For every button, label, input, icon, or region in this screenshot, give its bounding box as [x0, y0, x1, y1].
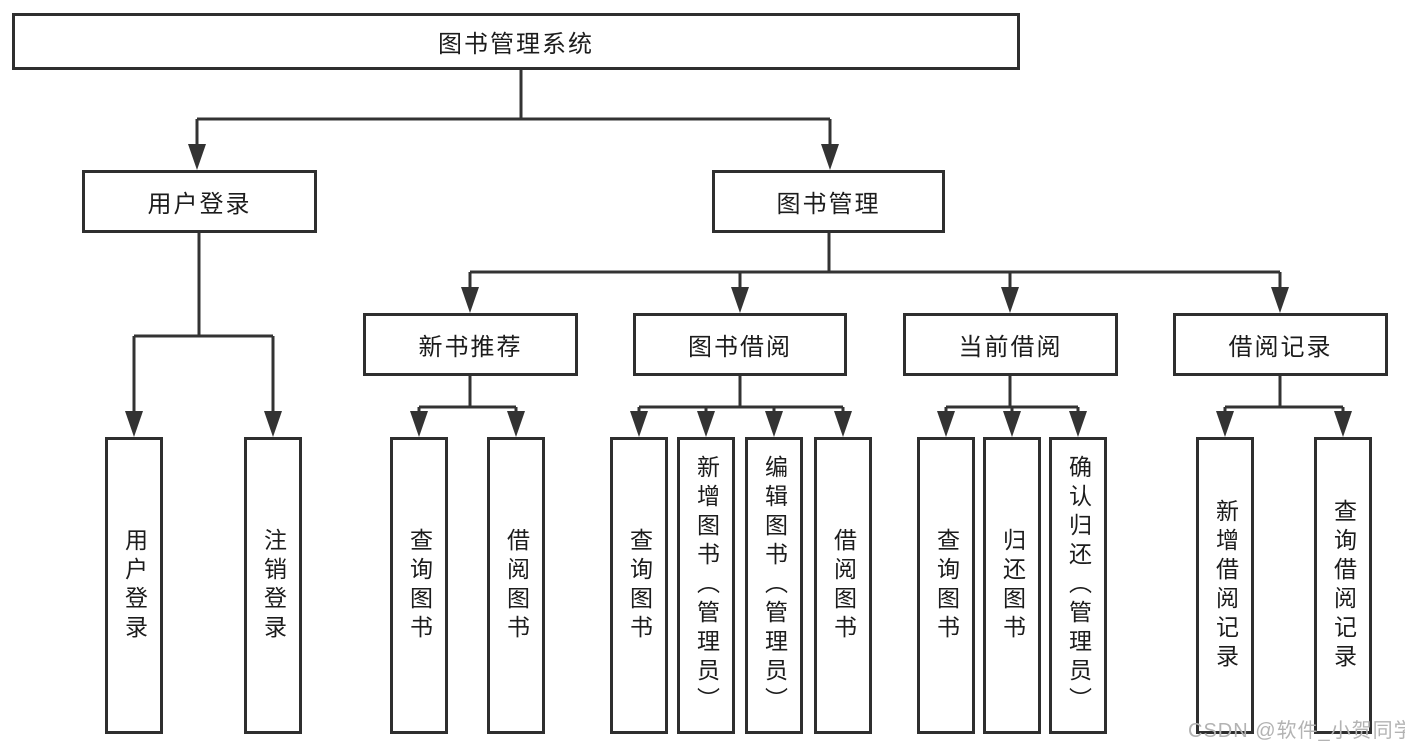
node-leaf-records-add-record: 新增借阅记录: [1196, 437, 1254, 734]
node-leaf-logout: 注销登录: [244, 437, 302, 734]
node-leaf-current-query-books: 查询图书: [917, 437, 975, 734]
connector-new-book-recommend: [417, 376, 518, 420]
node-leaf-recommend-borrow-books: 借阅图书: [487, 437, 545, 734]
arrowheads: [125, 144, 1352, 437]
connector-book-borrowing: [637, 376, 845, 420]
connector-book-management: [468, 233, 1282, 295]
node-book-borrowing: 图书借阅: [633, 313, 847, 376]
connector-root: [195, 70, 832, 152]
node-leaf-current-return-books: 归还图书: [983, 437, 1041, 734]
node-leaf-recommend-query-books: 查询图书: [390, 437, 448, 734]
node-root-system: 图书管理系统: [12, 13, 1020, 70]
connector-borrowing-records: [1223, 376, 1345, 420]
node-leaf-borrow-edit-books: 编辑图书（管理员）: [745, 437, 803, 734]
node-leaf-user-login: 用户登录: [105, 437, 163, 734]
connector-user-login: [132, 233, 275, 420]
node-current-borrowing: 当前借阅: [903, 313, 1118, 376]
node-leaf-borrow-borrow-books: 借阅图书: [814, 437, 872, 734]
node-book-management: 图书管理: [712, 170, 945, 233]
node-leaf-borrow-add-books: 新增图书（管理员）: [677, 437, 735, 734]
node-borrowing-records: 借阅记录: [1173, 313, 1388, 376]
watermark: CSDN @软件_小贺同学: [1188, 720, 1405, 742]
node-leaf-records-query-record: 查询借阅记录: [1314, 437, 1372, 734]
node-leaf-borrow-query-books: 查询图书: [610, 437, 668, 734]
node-new-book-recommend: 新书推荐: [363, 313, 578, 376]
node-user-login-group: 用户登录: [82, 170, 317, 233]
node-leaf-current-confirm-return: 确认归还（管理员）: [1049, 437, 1107, 734]
